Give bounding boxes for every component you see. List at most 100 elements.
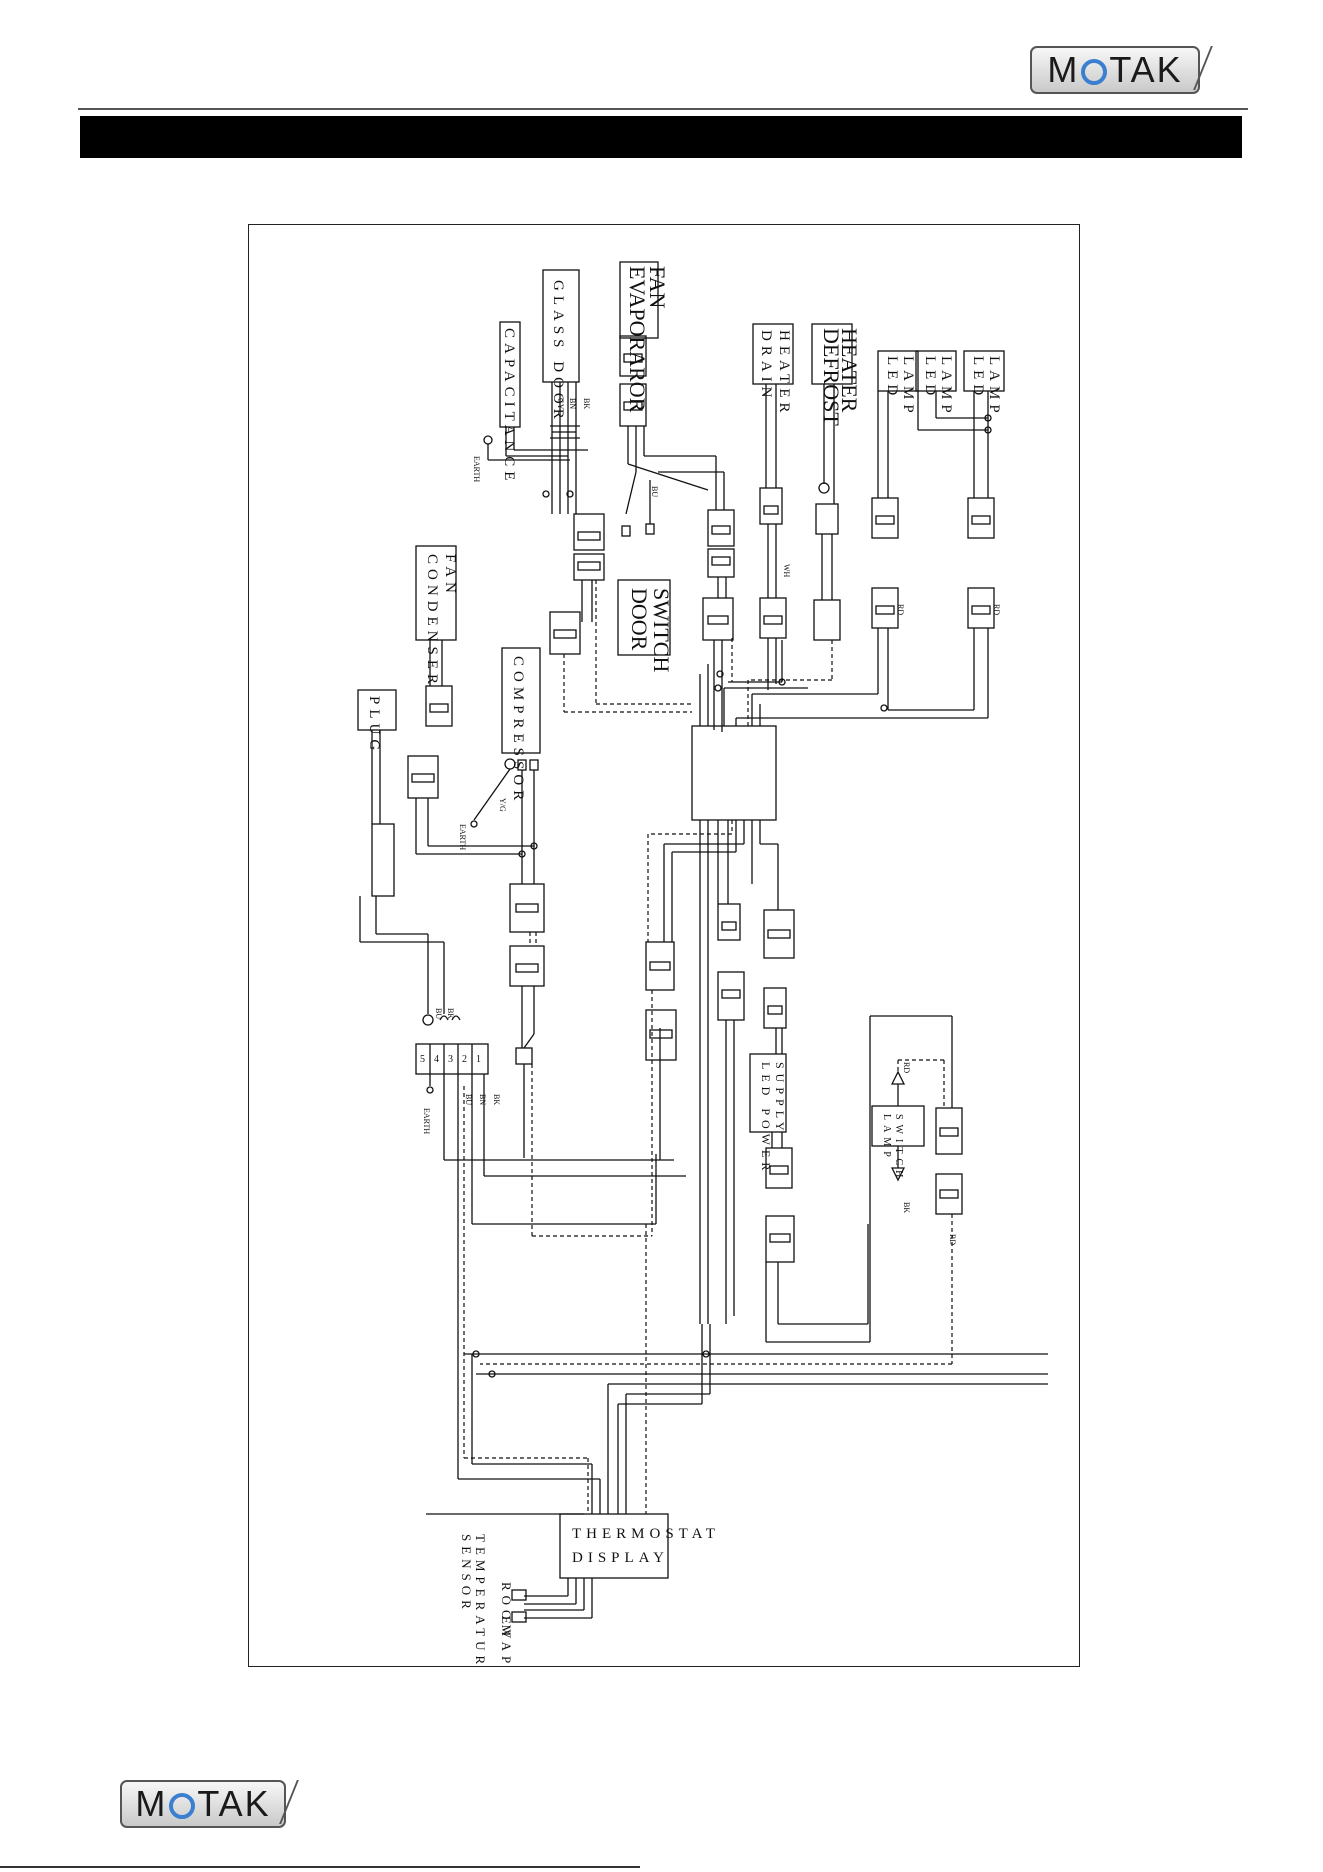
condenser-fan-label: CONDENSER FAN — [424, 554, 458, 689]
svg-text:BK: BK — [582, 398, 591, 409]
svg-text:5: 5 — [420, 1054, 425, 1065]
led-lamp-label-1: LED LAMP — [884, 356, 916, 418]
thermostat-display-line2: DISPLAY — [572, 1550, 669, 1566]
svg-text:LED POWER: LED POWER — [759, 1062, 773, 1175]
svg-text:WH: WH — [782, 564, 791, 578]
svg-text:BU: BU — [464, 1094, 473, 1105]
lamp-switch-label: LAMP SWITCH — [881, 1114, 904, 1182]
drain-heater-line1: DRAIN — [758, 330, 774, 403]
svg-text:BU: BU — [650, 486, 659, 497]
defrost-heater-line2: HEATER — [837, 328, 862, 413]
svg-text:COMPRESSOR: COMPRESSOR — [510, 656, 526, 805]
svg-text:LED: LED — [970, 356, 986, 400]
defrost-heater-label: DEFROST HEATER — [819, 328, 862, 426]
terminal-numbers: 5 4 3 2 1 — [420, 1054, 481, 1065]
svg-text:SUPPLY: SUPPLY — [773, 1062, 787, 1135]
svg-text:RD: RD — [902, 1062, 911, 1073]
svg-text:LED: LED — [884, 356, 900, 400]
drain-heater-line2: HEATER — [776, 330, 792, 418]
drain-heater-box — [752, 323, 794, 385]
svg-text:FAN: FAN — [442, 554, 458, 598]
door-switch-label: DOOR SWITCH — [627, 588, 674, 672]
svg-text:BK: BK — [446, 1008, 455, 1019]
capacitance-label-text: CAPACITANCE — [501, 328, 517, 485]
motak-logo-header: M TAK — [1030, 46, 1200, 94]
glass-door-label: GLASS DOOR — [550, 280, 566, 424]
defrost-heater-box — [811, 323, 853, 385]
svg-text:LAMP: LAMP — [938, 356, 954, 418]
defrost-heater-line1: DEFROST — [819, 328, 844, 426]
thermostat-display-line1: THERMOSTAT — [572, 1526, 720, 1542]
logo-text-right: TAK — [1109, 49, 1183, 90]
footer-logo-text-left: M — [135, 1783, 168, 1824]
svg-text:BK: BK — [902, 1202, 911, 1213]
svg-text:1: 1 — [476, 1054, 481, 1065]
capacitance-label: CAPACITANCE — [501, 328, 517, 485]
svg-text:LAMP: LAMP — [986, 356, 1002, 418]
svg-text:DOOR: DOOR — [627, 588, 652, 651]
drain-heater-label: DRAIN HEATER — [758, 330, 792, 418]
led-lamp-label-3: LED LAMP — [970, 356, 1002, 418]
compressor-box — [501, 647, 541, 754]
evaporator-fan-line2: FAN — [645, 266, 670, 308]
svg-text:GY: GY — [556, 398, 565, 410]
svg-text:SWITCH: SWITCH — [893, 1114, 904, 1182]
svg-text:RD: RD — [948, 1234, 957, 1245]
svg-text:CONDENSER: CONDENSER — [424, 554, 440, 689]
compressor-label: COMPRESSOR — [510, 656, 526, 805]
glass-door-label-text: GLASS DOOR — [550, 280, 566, 424]
svg-text:RD: RD — [896, 604, 905, 615]
door-switch-box — [617, 579, 671, 656]
svg-text:EARTH: EARTH — [422, 1108, 431, 1134]
svg-text:2: 2 — [462, 1054, 467, 1065]
wiring-diagram: CAPACITANCE GLASS DOOR EVAPORAROR FAN DR… — [357, 261, 1048, 1667]
svg-text:TEMPERATURE: TEMPERATURE — [473, 1534, 488, 1667]
led-lamp-box-1 — [877, 350, 919, 392]
footer-logo-text-right: TAK — [197, 1783, 271, 1824]
svg-text:PLUG: PLUG — [366, 696, 382, 755]
connectors — [407, 335, 995, 1263]
wire-code-labels: EARTH EARTH EARTH BK BN GY BU WH RD RD Y… — [422, 398, 1001, 1245]
footer-logo-ring-icon — [169, 1793, 196, 1819]
glass-door-box — [542, 269, 580, 383]
svg-text:EARTH: EARTH — [472, 456, 481, 482]
svg-text:RD: RD — [992, 604, 1001, 615]
svg-text:Y/G: Y/G — [498, 798, 507, 812]
svg-text:SWITCH: SWITCH — [649, 588, 674, 672]
diagram-frame — [248, 224, 1080, 1667]
svg-text:EARTH: EARTH — [458, 824, 467, 850]
evaporator-fan-label: EVAPORAROR FAN — [625, 266, 670, 413]
svg-text:EVAP: EVAP — [499, 1616, 514, 1667]
svg-text:ROOM: ROOM — [499, 1582, 514, 1641]
svg-text:BU: BU — [434, 1008, 443, 1019]
sensor-labels: ROOM EVAP TEMPERATURE SENSOR — [459, 1534, 514, 1667]
thermostat-display-box — [559, 1513, 669, 1579]
condenser-fan-box — [415, 545, 457, 641]
capacitance-box — [499, 321, 521, 428]
title-band — [80, 116, 1242, 158]
led-power-supply-box — [749, 1053, 787, 1133]
motak-logo-footer: M TAK — [120, 1780, 286, 1828]
header-rule — [78, 108, 1248, 110]
logo-ring-icon — [1081, 59, 1108, 85]
svg-text:LED: LED — [922, 356, 938, 400]
svg-text:BN: BN — [478, 1094, 487, 1105]
led-lamp-label-2: LED LAMP — [922, 356, 954, 418]
footer-rule — [0, 1866, 640, 1868]
svg-text:BN: BN — [568, 398, 577, 409]
svg-text:SENSOR: SENSOR — [459, 1534, 474, 1614]
svg-text:3: 3 — [448, 1054, 453, 1065]
led-power-supply-label: LED POWER SUPPLY — [759, 1062, 787, 1175]
evaporator-fan-box — [619, 261, 659, 339]
filter-box — [371, 823, 395, 897]
terminal-block — [415, 1043, 489, 1075]
svg-text:4: 4 — [434, 1054, 439, 1065]
svg-text:BK: BK — [492, 1094, 501, 1105]
plug-label: PLUG — [366, 696, 382, 755]
logo-text-left: M — [1047, 49, 1080, 90]
evaporator-fan-line1: EVAPORAROR — [625, 266, 650, 413]
center-junction-box — [691, 725, 777, 821]
plug-box — [357, 689, 397, 731]
svg-text:LAMP: LAMP — [881, 1114, 892, 1162]
svg-text:LAMP: LAMP — [900, 356, 916, 418]
